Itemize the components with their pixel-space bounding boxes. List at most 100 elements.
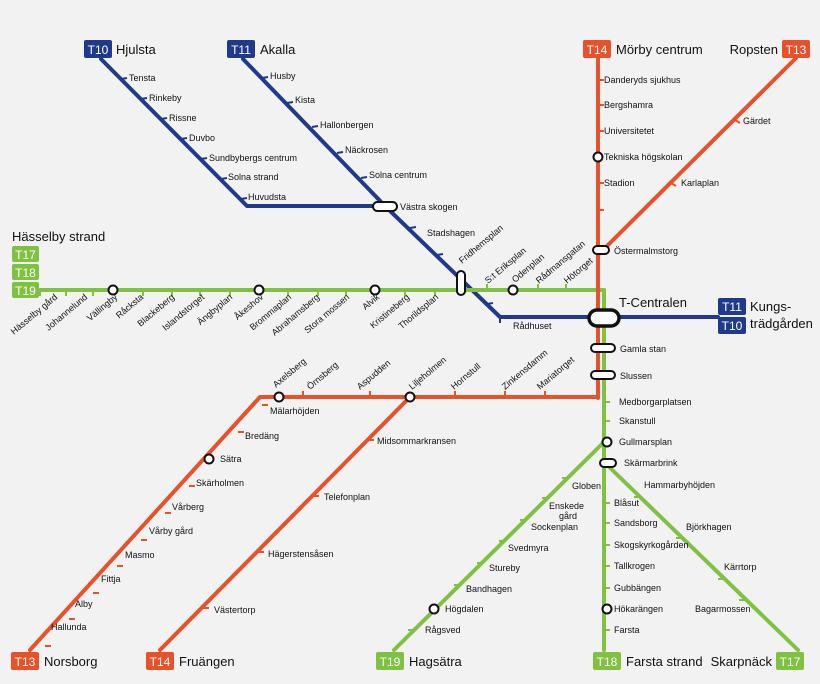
line-badge-t18 <box>12 264 39 280</box>
terminus-skarpnack[interactable]: Skarpnäck T17 <box>711 652 804 670</box>
station-label: Gärdet <box>743 116 771 126</box>
line-t10-hjulsta <box>99 57 387 208</box>
station-marker-tcentralen[interactable] <box>587 308 621 328</box>
station-label: Hökarängen <box>614 604 663 614</box>
station-label: Skärmarbrink <box>624 458 678 468</box>
station-label: Tensta <box>129 73 156 83</box>
station-marker-akeshov[interactable] <box>253 284 265 296</box>
station-marker-hokarangen[interactable] <box>601 603 613 615</box>
station-label: Hallonbergen <box>320 120 374 130</box>
station-marker-ostermalmstorg[interactable] <box>592 245 610 255</box>
station-label: Kista <box>295 95 315 105</box>
station-marker-slussen[interactable] <box>590 370 616 380</box>
station-tick <box>160 117 168 120</box>
station-label: Fittja <box>101 574 121 584</box>
station-label: Stadshagen <box>427 228 475 238</box>
station-label: Bredäng <box>245 431 279 441</box>
terminus-farsta-strand[interactable]: T18 Farsta strand <box>593 652 703 670</box>
line-badge-text: T18 <box>597 655 618 669</box>
line-badge-text: T13 <box>15 655 36 669</box>
station-label: Björkhagen <box>686 522 732 532</box>
station-label: Universitetet <box>604 126 655 136</box>
terminus-akalla[interactable]: T11 Akalla <box>227 40 296 58</box>
station-marker-skarmarbrink[interactable] <box>599 458 617 468</box>
station-label: Farsta <box>614 625 640 635</box>
terminus-name: Hjulsta <box>116 42 157 57</box>
station-label: Hallunda <box>51 622 87 632</box>
station-label: Alby <box>75 599 93 609</box>
station-marker-hogdalen[interactable] <box>428 603 440 615</box>
station-marker-fridhemsplan[interactable] <box>456 270 466 296</box>
station-marker-gullmarsplan[interactable] <box>601 436 613 448</box>
line-badge-t19 <box>376 652 404 670</box>
station-marker-vallingby[interactable] <box>107 284 119 296</box>
terminus-hagsatra[interactable]: T19 Hagsätra <box>376 652 463 670</box>
line-badge-t13 <box>782 40 810 58</box>
station-label: Rissne <box>169 113 197 123</box>
station-marker-satra[interactable] <box>203 453 215 465</box>
station-label: Mälarhöjden <box>270 406 320 416</box>
station-label: Bergshamra <box>604 100 653 110</box>
station-label: Huvudsta <box>248 192 286 202</box>
line-badge-text: T10 <box>88 43 109 57</box>
terminus-name: Farsta strand <box>626 654 703 669</box>
terminus-hjulsta[interactable]: T10 Hjulsta <box>84 40 157 58</box>
station-label: Gamla stan <box>620 344 666 354</box>
station-label: Hägerstensåsen <box>268 549 334 559</box>
station-label: Svedmyra <box>508 543 549 553</box>
terminus-name: Kungs- <box>750 299 791 314</box>
station-label: Sandsborg <box>614 518 658 528</box>
terminus-hasselby-strand[interactable]: Hässelby strand T17 T18 T19 <box>12 229 105 298</box>
station-label: Karlaplan <box>681 178 719 188</box>
station-label: Danderyds sjukhus <box>604 75 681 85</box>
station-tick <box>200 157 208 160</box>
station-label: Skogskyrkogården <box>614 540 689 550</box>
terminus-name: Hagsätra <box>409 654 463 669</box>
station-label: Duvbo <box>189 133 215 143</box>
terminus-ropsten[interactable]: Ropsten T13 <box>730 40 810 58</box>
station-label: Tallkrogen <box>614 561 655 571</box>
station-marker-vastra-skogen[interactable] <box>372 201 398 212</box>
line-badge-text: T11 <box>231 43 251 57</box>
terminus-fruangen[interactable]: T14 Fruängen <box>146 652 235 670</box>
terminus-name: Norsborg <box>44 654 97 669</box>
station-label: Telefonplan <box>324 492 370 502</box>
line-badge-text: T17 <box>780 655 801 669</box>
line-badge-t14 <box>146 652 174 670</box>
station-tick <box>120 77 128 80</box>
line-badge-t14 <box>583 40 611 58</box>
station-label: Solna strand <box>228 172 279 182</box>
terminus-name: Skarpnäck <box>711 654 773 669</box>
terminus-kungstradgarden[interactable]: T11 T10 Kungs- trädgården <box>718 298 813 334</box>
station-label: Slussen <box>620 371 652 381</box>
station-label: Sockenplan <box>531 522 578 532</box>
station-label: Västra skogen <box>400 202 458 212</box>
station-label: Enskede <box>549 501 584 511</box>
station-label: Solna centrum <box>369 170 427 180</box>
station-label: Husby <box>270 71 296 81</box>
line-badge-t17 <box>12 246 39 262</box>
station-label: Rinkeby <box>149 93 182 103</box>
station-label: Sätra <box>220 454 242 464</box>
station-label: Medborgarplatsen <box>619 397 692 407</box>
line-badge-t19 <box>12 282 39 298</box>
station-marker-liljeholmen[interactable] <box>404 391 416 403</box>
line-badge-t11 <box>227 40 255 58</box>
station-tick <box>734 119 741 124</box>
station-label: Stadion <box>604 178 635 188</box>
station-tick <box>311 125 319 128</box>
station-marker-gamla-stan[interactable] <box>590 343 616 353</box>
station-marker-tekniska-hogskolan[interactable] <box>592 151 604 163</box>
station-tick <box>240 197 248 200</box>
line-badge-text: T14 <box>150 655 171 669</box>
terminus-morby-centrum[interactable]: T14 Mörby centrum <box>583 40 703 58</box>
station-label: Kärrtorp <box>724 562 757 572</box>
station-marker-axelsberg[interactable] <box>273 391 285 403</box>
terminus-name: Mörby centrum <box>616 42 703 57</box>
terminus-norsborg[interactable]: T13 Norsborg <box>11 652 97 670</box>
station-marker-alvik[interactable] <box>369 284 381 296</box>
station-marker-odenplan[interactable] <box>507 284 519 296</box>
station-label: Blåsut <box>614 498 640 508</box>
